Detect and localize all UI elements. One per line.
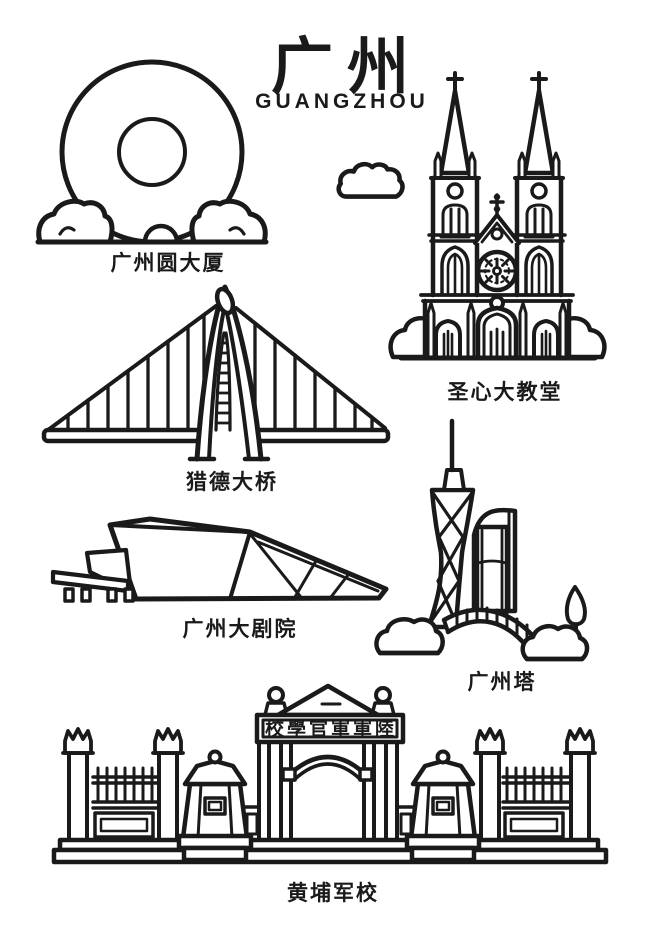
label-liede-bridge: 猎德大桥 (186, 471, 278, 494)
cloud-icon (336, 161, 405, 199)
canton-tower-illustration (374, 418, 590, 662)
label-guangzhou-circle: 广州圆大厦 (110, 252, 226, 275)
label-whampoa-military-academy: 黄埔军校 (287, 882, 379, 905)
label-canton-tower: 广州塔 (467, 671, 537, 694)
page-title: 广州 (270, 33, 424, 102)
page-subtitle: GUANGZHOU (255, 90, 429, 113)
guangzhou-opera-house-illustration (50, 516, 389, 603)
sacred-heart-cathedral-illustration (388, 71, 607, 361)
whampoa-military-academy-illustration: 校學官軍軍陸 (51, 683, 609, 865)
label-guangzhou-opera-house: 广州大剧院 (182, 618, 298, 641)
guangzhou-circle-illustration (35, 59, 269, 245)
gate-plaque-text: 校學官軍軍陸 (265, 717, 397, 740)
label-sacred-heart-cathedral: 圣心大教堂 (447, 381, 563, 404)
liede-bridge-illustration (41, 284, 391, 462)
